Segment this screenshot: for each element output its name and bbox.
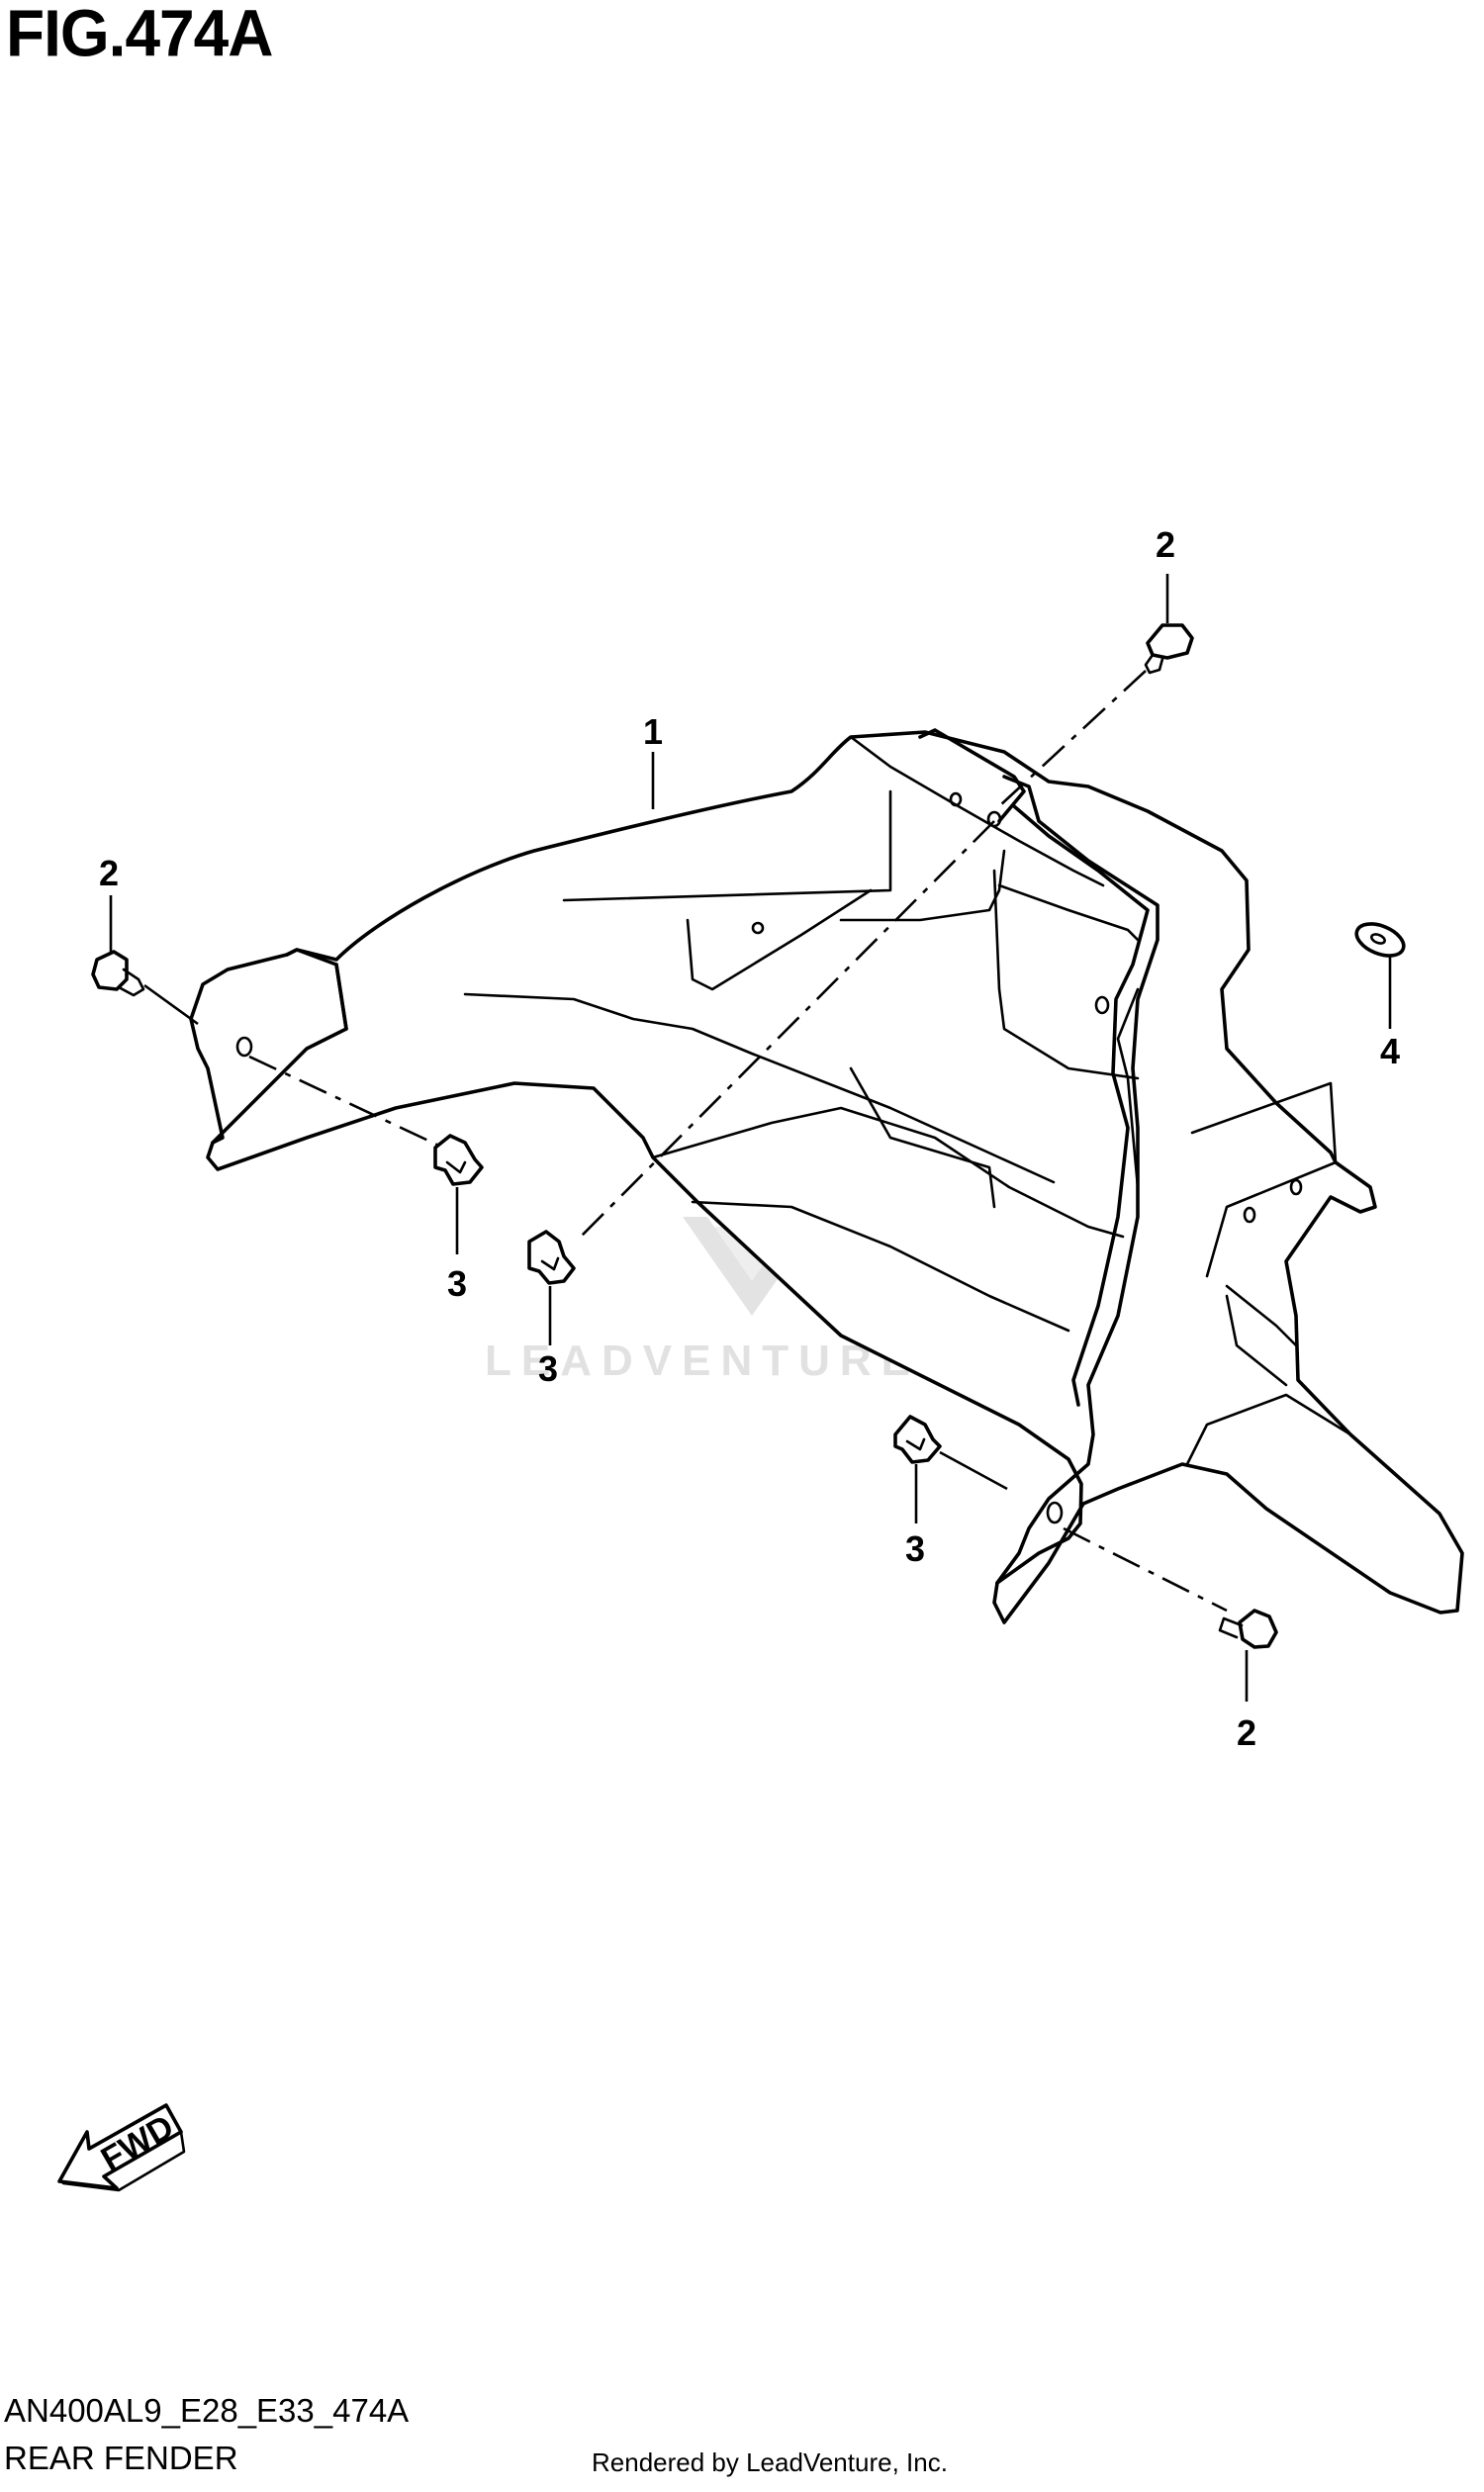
diagram-code: AN400AL9_E28_E33_474A <box>4 2392 410 2429</box>
callout-4: 4 <box>1380 1031 1400 1071</box>
fwd-arrow-icon: FWD <box>57 2103 186 2192</box>
fwd-label: FWD <box>95 2108 180 2179</box>
clip-bottom[interactable] <box>893 1415 1008 1491</box>
callout-leaders <box>109 574 1392 1702</box>
figure-title: FIG.474A <box>6 0 273 71</box>
rear-fender-part[interactable] <box>189 728 1464 1624</box>
callout-3-left: 3 <box>447 1263 467 1304</box>
render-credit: Rendered by LeadVenture, Inc. <box>592 2447 948 2477</box>
clip-middle[interactable] <box>527 1230 576 1285</box>
watermark-text: LEADVENTURE <box>485 1337 920 1385</box>
bolt-top[interactable] <box>1144 623 1194 675</box>
bolt-bottom[interactable] <box>1218 1609 1278 1649</box>
callout-3-bottom: 3 <box>905 1528 925 1569</box>
washer[interactable] <box>1352 918 1409 963</box>
bolt-left[interactable] <box>91 950 199 1026</box>
centre-lines <box>248 670 1228 1613</box>
callout-3-middle: 3 <box>538 1348 558 1389</box>
callout-2-left: 2 <box>99 853 119 893</box>
diagram-name: REAR FENDER <box>4 2440 238 2476</box>
callout-1: 1 <box>643 711 663 752</box>
callout-2-bottom: 2 <box>1237 1712 1256 1753</box>
clip-left[interactable] <box>433 1134 484 1186</box>
callout-2-top: 2 <box>1156 524 1175 565</box>
